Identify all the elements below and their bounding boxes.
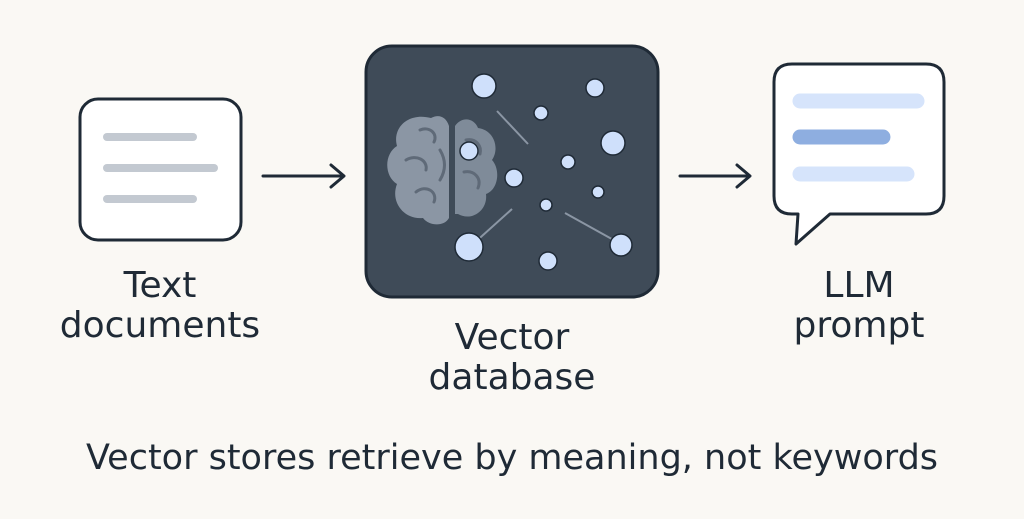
prompt-label-line2: prompt — [793, 305, 925, 346]
prompt-label-line1: LLM — [823, 265, 895, 306]
arrow-database-to-prompt — [678, 163, 752, 189]
vector-point — [560, 154, 576, 170]
documents-label-line2: documents — [59, 305, 261, 346]
documents-label-line1: Text — [123, 265, 197, 306]
arrow-documents-to-database — [261, 163, 346, 189]
vector-point — [591, 185, 605, 199]
diagram-caption: Vector stores retrieve by meaning, not k… — [85, 438, 939, 478]
vector-point — [609, 233, 633, 257]
vector-point — [533, 105, 549, 121]
vector-points — [454, 73, 633, 271]
database-label: Vector database — [392, 318, 632, 398]
vector-point — [600, 130, 626, 156]
vector-point — [459, 141, 479, 161]
vector-point — [454, 232, 484, 262]
vector-point — [538, 251, 558, 271]
database-label-line2: database — [428, 357, 596, 398]
prompt-label: LLM prompt — [739, 266, 979, 346]
speech-bubble-icon — [772, 62, 946, 246]
vector-point — [504, 168, 524, 188]
documents-label: Text documents — [40, 266, 280, 346]
vector-point — [585, 78, 605, 98]
vector-point — [539, 198, 553, 212]
document-icon — [78, 97, 243, 242]
brain-icon — [387, 116, 498, 225]
vector-point — [471, 73, 497, 99]
database-label-line1: Vector — [454, 317, 570, 358]
